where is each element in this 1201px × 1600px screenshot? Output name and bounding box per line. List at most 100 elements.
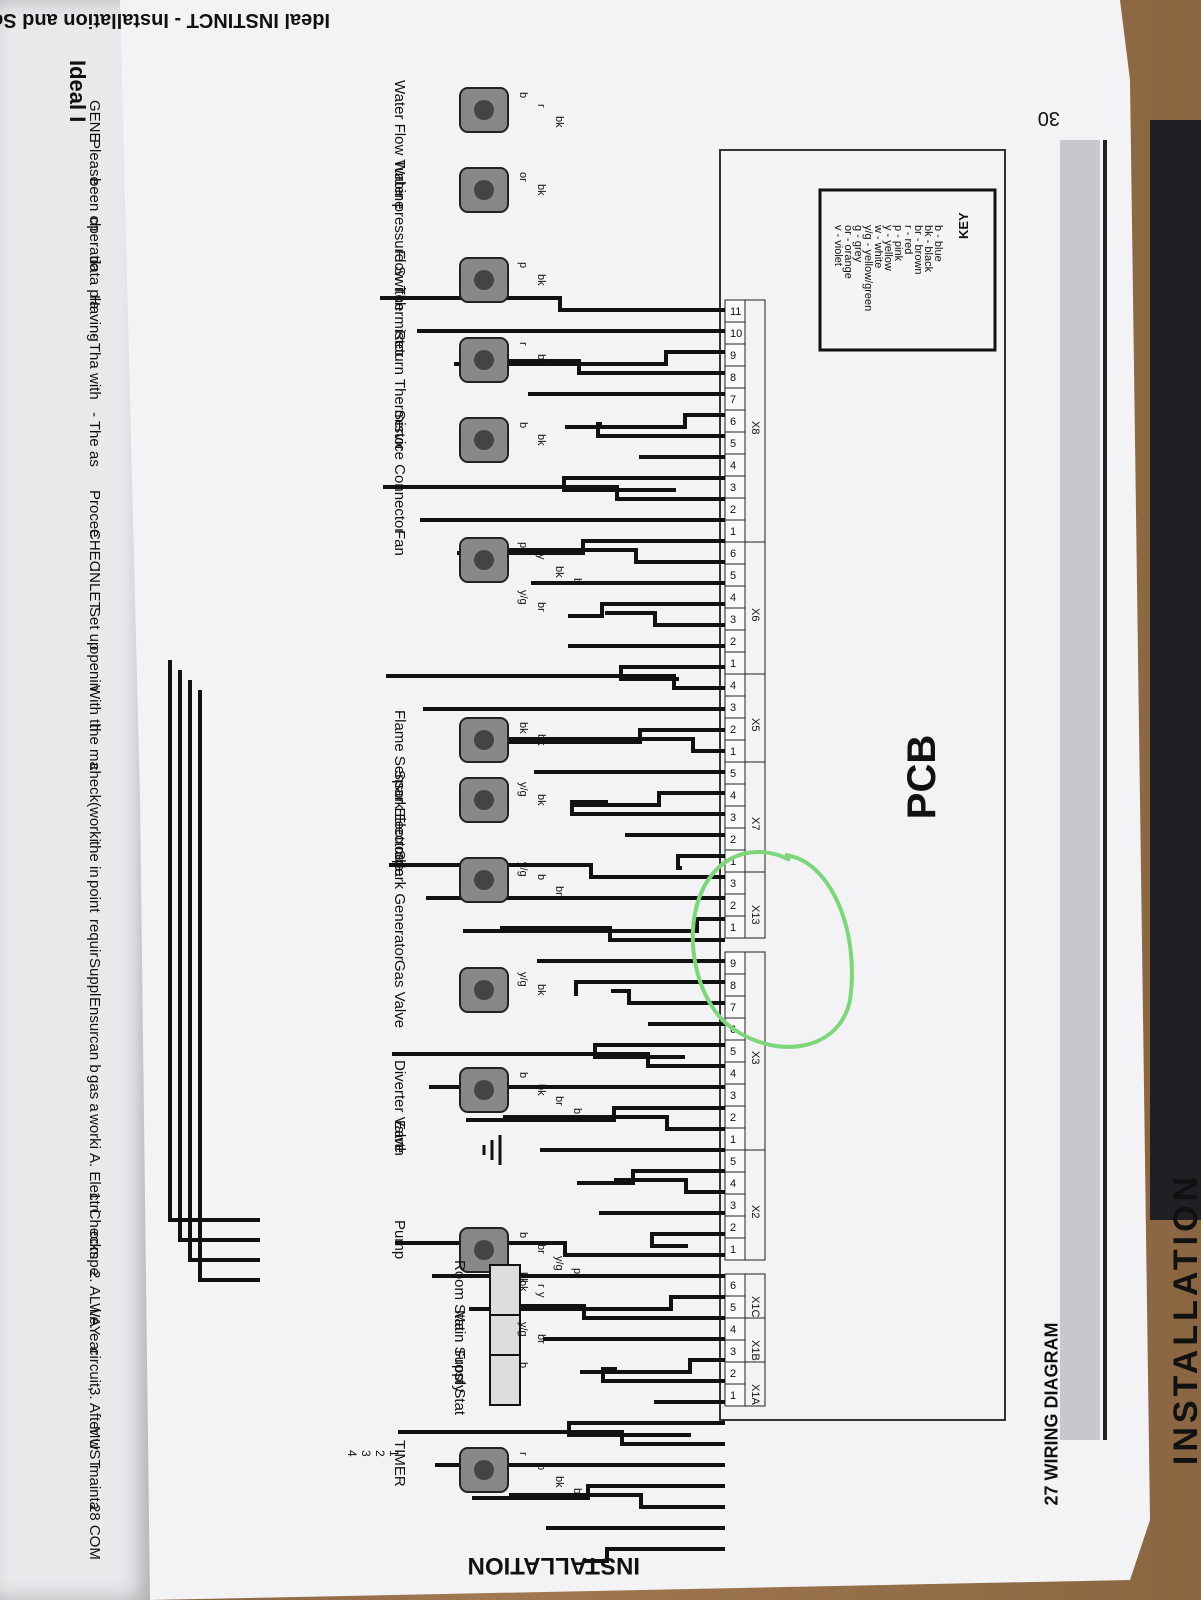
component-detail-icon	[474, 1240, 494, 1260]
pin-number: 9	[730, 350, 736, 362]
wire-color-label: b	[517, 1362, 529, 1368]
wire-color-label: bk	[535, 984, 547, 996]
left-page-line: been ch	[86, 178, 103, 231]
component-label: TIMER	[391, 1440, 408, 1487]
connector-name: X8	[749, 421, 761, 434]
left-page-line: With th	[86, 685, 103, 732]
wire-color-label: br	[553, 886, 565, 896]
wire	[650, 1232, 725, 1248]
wire-color-label: b	[517, 92, 529, 98]
wire	[574, 980, 725, 996]
wire	[593, 1043, 725, 1059]
wire	[500, 926, 725, 942]
wire	[178, 670, 260, 1242]
left-page-line: with	[86, 372, 103, 400]
wire	[577, 1169, 725, 1185]
wire-color-label: b	[535, 874, 547, 880]
component-detail-icon	[474, 550, 494, 570]
left-page-line: compe	[86, 1231, 103, 1276]
left-page-line: GENE	[86, 100, 103, 143]
component-label: Service Connector	[391, 410, 408, 533]
left-page-line: mainta	[86, 1465, 103, 1511]
component-detail-icon	[474, 180, 494, 200]
component-label: Frost Stat	[451, 1350, 468, 1416]
wire	[494, 548, 725, 564]
bottom-section: INSTALLATION	[468, 1552, 640, 1579]
left-page-line: point	[86, 880, 103, 913]
key-entry: br - brown	[912, 225, 924, 275]
pcb-frame	[719, 149, 1006, 1421]
key-entry: r - red	[902, 225, 914, 254]
timer-terminal: 4	[345, 1450, 359, 1457]
left-page-line: requir	[86, 919, 103, 957]
left-page-line: 28 COM	[86, 1504, 103, 1560]
component-gas-valve: Gas Valve y/g bk	[391, 960, 547, 1028]
wire	[454, 350, 725, 366]
component-label: Gas Valve	[391, 960, 408, 1028]
connector-name: X2	[749, 1205, 761, 1218]
pin-number: 8	[730, 980, 736, 992]
pin-number: 4	[730, 680, 736, 692]
pin-number: 1	[730, 658, 736, 670]
key-entry: y/g - yellow/green	[862, 225, 874, 311]
left-page-line: Procee	[86, 490, 103, 538]
connector-name: X1C	[749, 1296, 761, 1317]
wire-color-label: or	[517, 172, 529, 182]
component-label: Main Supply	[451, 1310, 468, 1393]
component-label: Diverter Valve	[391, 1060, 408, 1153]
component-label: Water pressure Switch	[391, 160, 408, 310]
timer-terminal: 2	[373, 1450, 387, 1457]
component-frost-stat: Frost Stat b	[451, 1350, 529, 1416]
wire	[463, 917, 725, 933]
pin-number: 5	[730, 570, 736, 582]
connector-name: X1B	[749, 1340, 761, 1361]
left-page-line: as	[86, 451, 103, 467]
left-page-line: gas a	[86, 1075, 103, 1112]
left-page-line: CHEC	[86, 529, 103, 572]
pin-number: 5	[730, 768, 736, 780]
pin-number: 1	[730, 922, 736, 934]
component-detail-icon	[474, 730, 494, 750]
wire	[601, 1367, 725, 1383]
pin-number: 2	[730, 1368, 736, 1380]
left-page-line: 2. ALWAY	[86, 1270, 103, 1336]
wire-color-label: y/g	[517, 972, 529, 987]
component-detail-icon	[474, 100, 494, 120]
pin-number: 7	[730, 394, 736, 406]
left-page-header: Ideal I	[65, 60, 90, 122]
wire	[386, 674, 725, 690]
wire-color-label: b	[517, 1072, 529, 1078]
key-entry: y - yellow	[882, 225, 894, 271]
wire	[676, 854, 725, 870]
connector-name: X7	[749, 817, 761, 830]
left-page-line: INLET	[86, 568, 103, 611]
pin-number: 1	[730, 1244, 736, 1256]
wire	[580, 1358, 725, 1374]
wire-color-label: b	[535, 1464, 547, 1470]
wire	[389, 863, 725, 879]
wire-color-label: bk	[517, 1272, 529, 1284]
wire-color-label: y	[535, 554, 547, 560]
pin-number: 3	[730, 1090, 736, 1102]
left-page-line: Suppl	[86, 958, 103, 996]
pin-number: 3	[730, 482, 736, 494]
key-entry: g - grey	[852, 225, 864, 263]
wire-color-label: r	[517, 342, 529, 346]
wire	[570, 800, 725, 816]
left-page	[0, 0, 150, 1600]
pin-number: 6	[730, 416, 736, 428]
wire	[509, 1493, 725, 1509]
pin-number: 4	[730, 592, 736, 604]
wire-color-label: p	[517, 262, 529, 268]
wire	[619, 665, 725, 681]
highlight-circle	[690, 850, 854, 1049]
component-detail-icon	[474, 270, 494, 290]
